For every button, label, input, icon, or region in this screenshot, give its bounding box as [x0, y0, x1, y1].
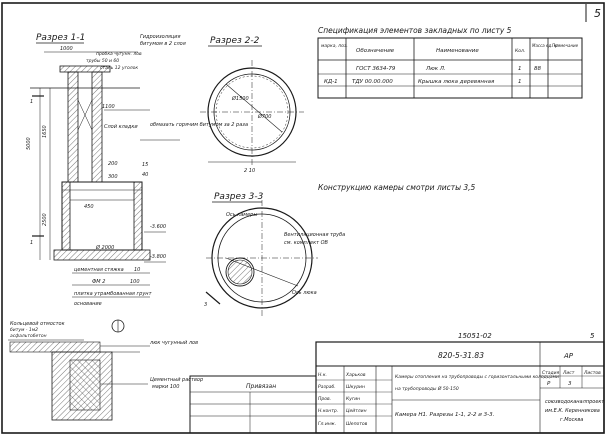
cover-label: Слой кладки	[104, 124, 138, 130]
dim-3800: -3.800	[150, 254, 166, 260]
sheet-header: Лист	[562, 370, 575, 376]
pipe-note-2: трубы 50 и 60	[86, 58, 119, 64]
name-2: Кугин	[346, 396, 360, 402]
fm-val: 100	[130, 279, 140, 285]
spec-cell-0-3: 1	[518, 66, 522, 72]
linked-label: Привязан	[246, 383, 276, 390]
title-block: 15051-02 5 820-5-31.83 АР Привязан Н.к. …	[189, 332, 605, 434]
section-3-3: Разрез 3-3 Ось камеры Вентиляционная тру…	[204, 192, 345, 316]
section-marker-3: 3	[204, 302, 207, 308]
dim-300a: 300	[108, 174, 118, 180]
cement-thick: 10	[134, 267, 140, 273]
name-3: Цейтлин	[346, 408, 367, 414]
spec-cell-0-1: ГОСТ 3634-79	[356, 66, 396, 72]
detail-node: Кольцевой отмосток битум - 1м2 асфальтоб…	[8, 319, 203, 421]
detail-sub2: асфальтобетон	[10, 333, 47, 339]
org-line-3: г.Москва	[560, 417, 583, 423]
title-page-small: 5	[590, 332, 595, 340]
section-marker-1b: 1	[30, 240, 33, 246]
dim-1650: 1650	[42, 125, 48, 138]
sheet-name: Камера Н1. Разрезы 1-1, 2-2 и 3-3.	[395, 412, 495, 418]
role-4: Гл.инж.	[318, 421, 336, 427]
base-label: основание	[74, 301, 102, 307]
org-line-2: им.Е.К. Керенникова	[545, 408, 600, 414]
dim-210: 2 10	[244, 168, 255, 174]
spec-header-0: марка, поз.	[321, 44, 348, 49]
section-1-title: Разрез 1-1	[36, 33, 85, 43]
spec-header-1: Обозначение	[356, 48, 395, 54]
sheets-header: Листов	[583, 370, 601, 376]
name-0: Харьков	[345, 372, 366, 378]
spec-cell-1-3: 1	[518, 79, 522, 85]
stage-header: Стадия	[542, 370, 560, 376]
detail-cement2: марки 100	[152, 384, 179, 390]
dim-1100: 1100	[102, 104, 115, 110]
spec-header-2: Наименование	[436, 48, 479, 54]
dim-40: 40	[142, 172, 148, 178]
construction-note: Конструкцию камеры смотри листы 3,5	[318, 183, 476, 192]
brick-label: обмазать горячим битумом за 2 раза	[150, 122, 248, 128]
section-1-1: Разрез 1-1 1000 Гидроизоляция битумом в …	[26, 33, 248, 307]
dim-d1500: Ø1500	[231, 95, 249, 102]
sheet-code: 820-5-31.83	[438, 351, 484, 360]
role-1: Разраб.	[318, 384, 336, 390]
section-3-title: Разрез 3-3	[214, 192, 264, 202]
spec-cell-1-2: Крышка люка деревянная	[418, 79, 495, 85]
dim-d2000: Ø 2000	[95, 244, 114, 251]
spec-header-3: Кол.	[515, 48, 525, 54]
role-2: Пров.	[318, 396, 331, 402]
description-1: Камеры отопления на трубопроводы с гориз…	[395, 374, 559, 380]
detail-cover: люк чугунный лов	[149, 340, 198, 346]
sheet-value: 3	[568, 381, 572, 387]
ventilation-label: Вентиляционная труба	[284, 232, 345, 238]
section-2-title: Разрез 2-2	[210, 36, 260, 46]
dim-d700: Ø700	[257, 113, 271, 120]
description-2: на трубопроводы Ø 50-150	[395, 385, 459, 392]
spec-cell-0-2: Люк Л.	[425, 66, 446, 72]
name-1: Шкурин	[346, 384, 365, 390]
spec-table: Спецификация элементов закладных по лист…	[317, 26, 583, 99]
dim-2500: 2500	[42, 213, 48, 226]
detail-sub: битум - 1м2	[10, 327, 38, 333]
page-number-top: 5	[594, 7, 601, 20]
pipe-note-1: пробка чугунн. лов	[96, 51, 142, 57]
spec-cell-1-0: КД-1	[324, 79, 338, 85]
dim-450: 450	[84, 204, 94, 210]
ventilation-detail: см. комплект ОВ	[284, 240, 329, 246]
spec-title: Спецификация элементов закладных по лист…	[318, 26, 512, 35]
section-2-2: Разрез 2-2 Ø1500 Ø700 2 10	[200, 36, 304, 174]
role-3: Н.контр.	[318, 408, 338, 414]
section-marker-1: 1	[30, 99, 33, 105]
spec-header-4: Масса ед. кг	[532, 43, 559, 48]
axis-hatch: Ось люка	[292, 290, 317, 296]
spec-cell-0-4: 88	[534, 66, 541, 72]
dim-5000: 5000	[26, 137, 32, 150]
dim-200: 200	[108, 161, 118, 167]
spec-header-5: Примечание	[552, 43, 579, 48]
axis-label: Ось камеры	[226, 212, 257, 218]
fm-label: ФМ 2	[92, 279, 105, 285]
role-0: Н.к.	[318, 372, 327, 378]
stage-label: АР	[563, 352, 574, 360]
hydro-insulation-label: Гидроизоляция	[140, 34, 181, 40]
spec-cell-1-1: ТДУ 00.00.000	[352, 79, 393, 85]
dim-3600: -3.600	[150, 224, 166, 230]
slab-label: плитка утрамбованная грунт	[74, 291, 153, 297]
cement-screed: цементная стяжка	[74, 267, 124, 273]
detail-title: Кольцевой отмосток	[10, 321, 65, 327]
project-code: 15051-02	[458, 332, 492, 340]
dim-1000: 1000	[60, 46, 73, 52]
hydro-detail: битумом в 2 слоя	[140, 41, 186, 47]
stage-value: Р	[547, 381, 551, 387]
detail-cement: Цементный раствор	[150, 377, 203, 383]
pipe-note-3: сталь 12 уголок	[100, 65, 138, 71]
name-4: Шепотов	[346, 421, 368, 427]
dim-15: 15	[142, 162, 148, 168]
org-line-1: союзводоканалпроект	[545, 399, 605, 405]
